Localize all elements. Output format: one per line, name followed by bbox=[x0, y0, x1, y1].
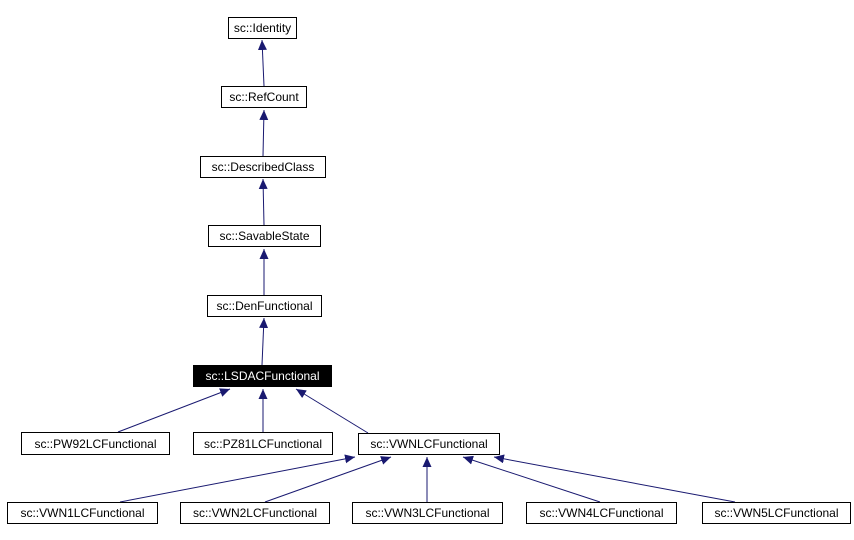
inheritance-edge bbox=[462, 455, 601, 503]
class-node-sc-pw92lcfunctional[interactable]: sc::PW92LCFunctional bbox=[21, 432, 170, 455]
inheritance-edge bbox=[295, 388, 369, 434]
class-node-sc-vwn5lcfunctional[interactable]: sc::VWN5LCFunctional bbox=[702, 502, 851, 524]
class-node-sc-vwn1lcfunctional[interactable]: sc::VWN1LCFunctional bbox=[7, 502, 158, 524]
class-node-sc-refcount[interactable]: sc::RefCount bbox=[221, 86, 307, 108]
inheritance-edge bbox=[259, 317, 269, 366]
inheritance-edge bbox=[119, 454, 356, 503]
class-node-sc-denfunctional[interactable]: sc::DenFunctional bbox=[207, 295, 322, 317]
inheritance-edge bbox=[117, 388, 231, 433]
inheritance-edge bbox=[493, 454, 736, 503]
class-node-sc-lsdacfunctional-current: sc::LSDACFunctional bbox=[193, 365, 332, 387]
class-node-sc-vwn4lcfunctional[interactable]: sc::VWN4LCFunctional bbox=[526, 502, 677, 524]
inheritance-edge bbox=[264, 456, 392, 503]
class-node-sc-vwn3lcfunctional[interactable]: sc::VWN3LCFunctional bbox=[352, 502, 503, 524]
class-node-sc-describedclass[interactable]: sc::DescribedClass bbox=[200, 156, 326, 178]
inheritance-edge bbox=[259, 109, 269, 157]
class-node-sc-identity[interactable]: sc::Identity bbox=[228, 17, 297, 39]
inheritance-edge bbox=[257, 39, 267, 87]
inheritance-edge bbox=[258, 178, 268, 226]
class-node-sc-pz81lcfunctional[interactable]: sc::PZ81LCFunctional bbox=[193, 432, 333, 455]
class-node-sc-vwn2lcfunctional[interactable]: sc::VWN2LCFunctional bbox=[180, 502, 330, 524]
class-node-sc-vwnlcfunctional[interactable]: sc::VWNLCFunctional bbox=[358, 433, 500, 455]
class-node-sc-savablestate[interactable]: sc::SavableState bbox=[208, 225, 321, 247]
